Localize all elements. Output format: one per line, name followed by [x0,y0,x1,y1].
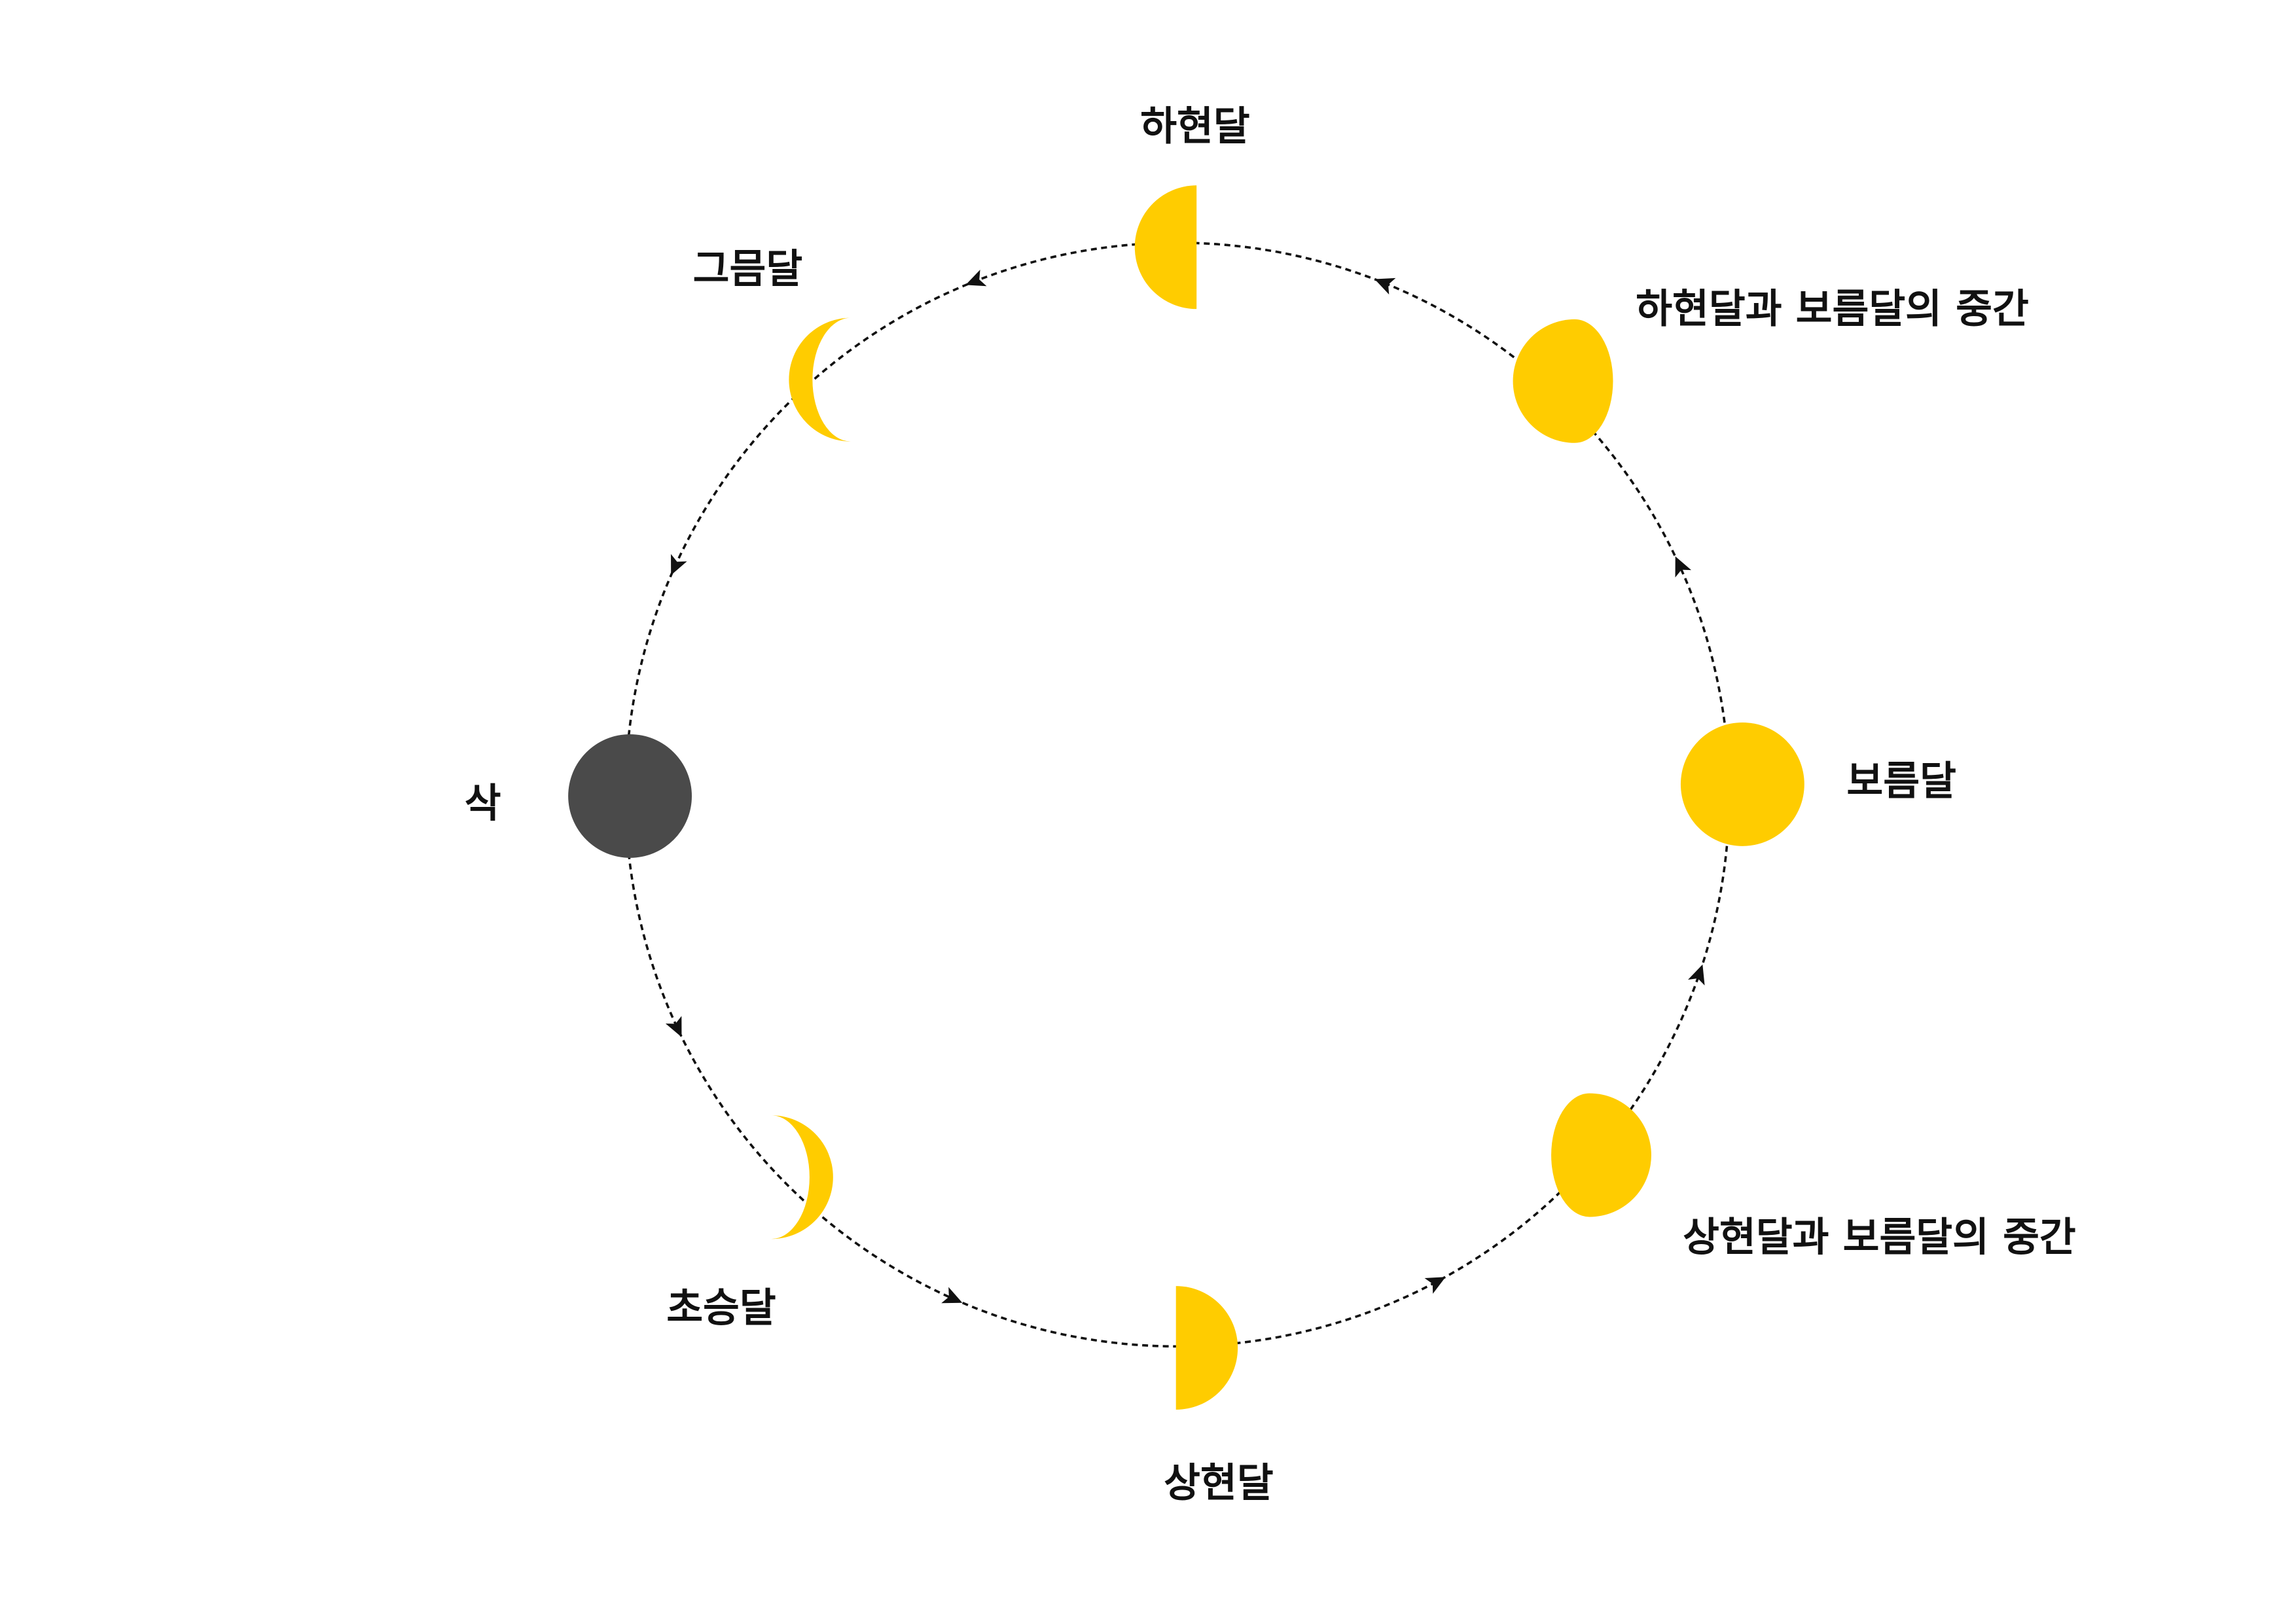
direction-arrow-icon [941,1287,963,1304]
moon-full [1680,722,1804,846]
moon-waning-crescent [789,317,851,442]
label-last-quarter: 하현달 [1140,104,1250,150]
moon-new [568,734,692,858]
label-waxing-crescent: 초승달 [666,1285,776,1331]
moon-waning-gibbous [1513,319,1613,443]
direction-arrow-icon [665,1016,682,1037]
direction-arrow-icon [1374,277,1396,294]
direction-arrow-icon [1675,556,1692,578]
direction-arrow-icon [1688,964,1705,986]
moon-last-quarter [1134,185,1197,310]
direction-arrow-icon [1424,1277,1446,1294]
direction-arrow-icon [965,270,987,287]
moon-waxing-gibbous [1551,1093,1651,1217]
label-full-moon: 보름달 [1846,758,1956,804]
moon-first-quarter [1175,1286,1238,1410]
orbit-direction-arrows [665,270,1705,1304]
label-waning-gibbous: 하현달과 보름달의 중간 [1636,286,2029,332]
label-waxing-gibbous: 상현달과 보름달의 중간 [1683,1215,2076,1260]
label-first-quarter: 상현달 [1164,1461,1274,1507]
label-waning-crescent: 그믐달 [693,247,803,293]
label-new-moon: 삭 [465,781,501,827]
direction-arrow-icon [671,554,687,575]
moon-waxing-crescent [771,1115,833,1240]
